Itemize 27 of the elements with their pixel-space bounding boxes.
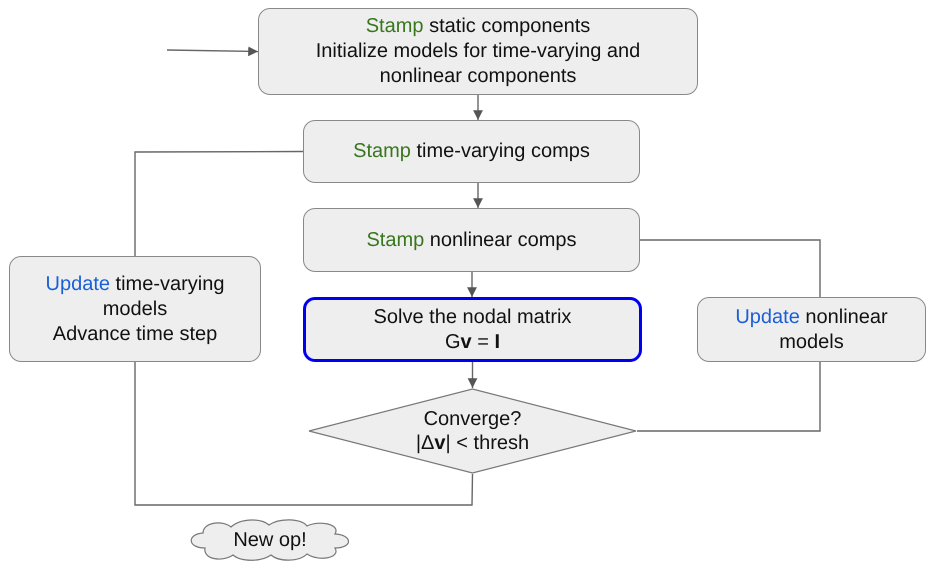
node-text: Advance time step [52,322,218,346]
node-text: Stamp nonlinear comps [366,228,577,252]
node-text: Update time-varying models [44,272,226,322]
node-text: Converge? [422,407,522,431]
node-text: |Δv| < thresh [416,431,530,455]
process-box [697,297,926,362]
node-text: Gv = I [444,330,500,354]
process-box [303,120,640,183]
process-box [258,8,698,95]
arrow [166,46,258,56]
connector-line [637,362,821,432]
node-text: Update nonlinear models [734,304,889,354]
connector-line [134,362,474,506]
node-text: New op! [233,528,307,552]
connector-line [640,239,821,297]
arrow [473,95,483,120]
node-text: Initialize models for time-varying and nonlinear components [314,39,642,89]
arrow [473,183,483,208]
arrow [467,272,477,297]
process-box [9,256,261,362]
node-text: Stamp time-varying comps [353,139,590,164]
arrow [468,362,478,388]
process-box [303,208,640,272]
node-text: Solve the nodal matrix [374,304,572,330]
node-text: Stamp static components [366,14,590,39]
connector-line [134,150,303,256]
process-box [303,297,642,362]
